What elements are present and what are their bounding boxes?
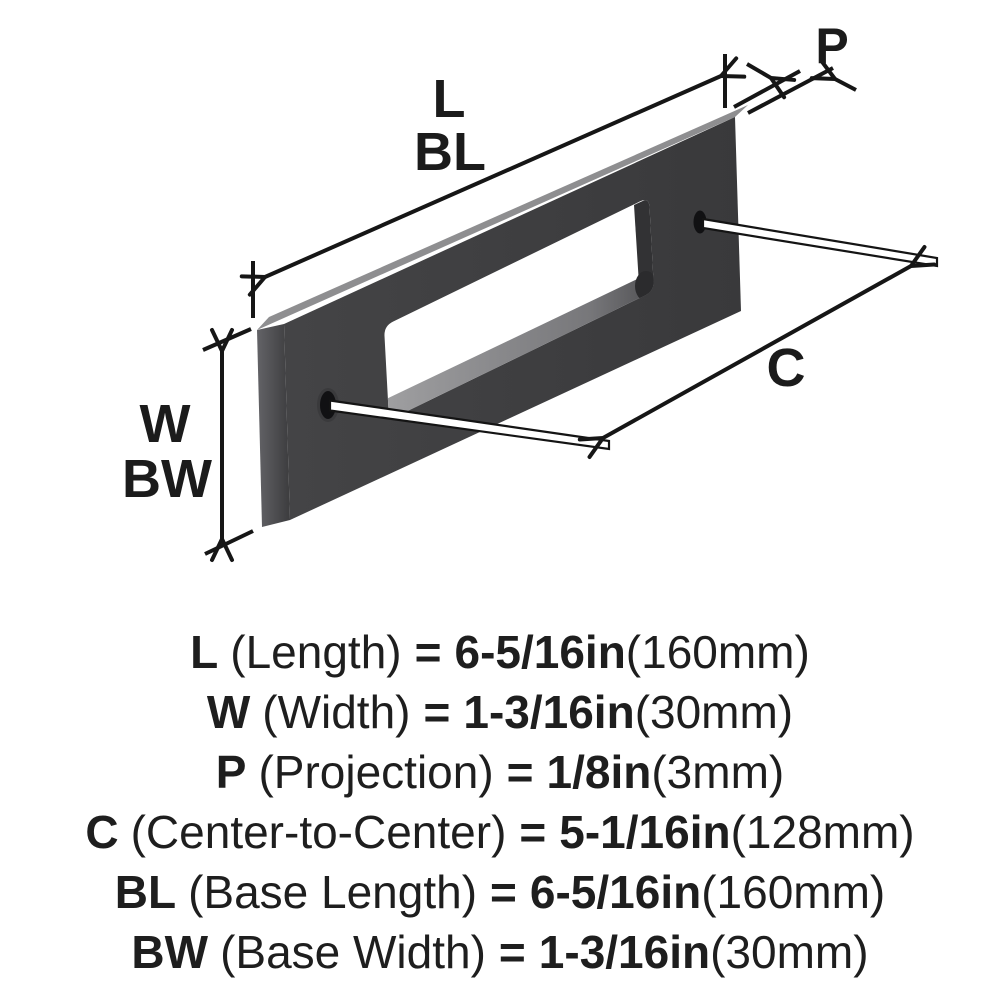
spec-name: (Center-to-Center) [130,806,507,858]
dimension-line-center-to-center [577,245,937,459]
spec-value-metric: (160mm) [701,866,886,918]
spec-line-center-to-center: C(Center-to-Center)=5-1/16in(128mm) [0,802,1000,862]
spec-value-metric: (3mm) [651,746,785,798]
spec-value-metric: (30mm) [710,926,869,978]
pull-handle [257,105,748,527]
spec-value-metric: (30mm) [634,686,794,738]
spec-line-base-width: BW(Base Width)=1-3/16in(30mm) [0,922,1000,982]
spec-symbol: L [190,626,219,678]
spec-value-imperial: 6-5/16in [529,866,702,918]
spec-name: (Base Length) [188,866,478,918]
spec-name: (Width) [262,686,411,738]
spec-name: (Projection) [258,746,494,798]
spec-list: L(Length)=6-5/16in(160mm) W(Width)=1-3/1… [0,622,1000,982]
spec-value-imperial: 6-5/16in [454,626,626,678]
spec-symbol: W [206,686,251,738]
spec-name: (Base Width) [220,926,486,978]
label-base-width: BW [122,449,212,509]
spec-equals: = [506,746,534,798]
label-projection: P [815,18,848,74]
spec-equals: = [498,926,526,978]
dimension-lines [202,54,937,562]
spec-equals: = [423,686,451,738]
spec-value-imperial: 1-3/16in [463,686,635,738]
spec-value-imperial: 5-1/16in [559,806,731,858]
plate-left-end-cap [257,324,290,527]
spec-symbol: BL [114,866,177,918]
spec-equals: = [414,626,442,678]
projection-arrow-left [745,62,797,100]
spec-equals: = [519,806,547,858]
spec-equals: = [490,866,517,918]
spec-symbol: P [215,746,247,798]
label-width: W [140,394,191,454]
label-base-length: BL [414,122,486,182]
projection-arrow-right [809,58,857,92]
label-center-to-center: C [767,338,806,398]
width-extension-tick-top [202,327,252,352]
spec-line-width: W(Width)=1-3/16in(30mm) [0,682,1000,742]
spec-line-projection: P(Projection)=1/8in(3mm) [0,742,1000,802]
label-length: L [433,69,466,129]
dimension-line-length [239,56,747,297]
spec-value-imperial: 1/8in [546,746,652,798]
spec-line-base-length: BL(Base Length)=6-5/16in(160mm) [0,862,1000,922]
spec-symbol: BW [131,926,209,978]
spec-name: (Length) [230,626,402,678]
spec-value-metric: (128mm) [730,806,915,858]
spec-value-imperial: 1-3/16in [538,926,711,978]
spec-value-metric: (160mm) [625,626,810,678]
spec-symbol: C [85,806,119,858]
width-extension-tick-bottom [204,529,254,556]
spec-line-length: L(Length)=6-5/16in(160mm) [0,622,1000,682]
